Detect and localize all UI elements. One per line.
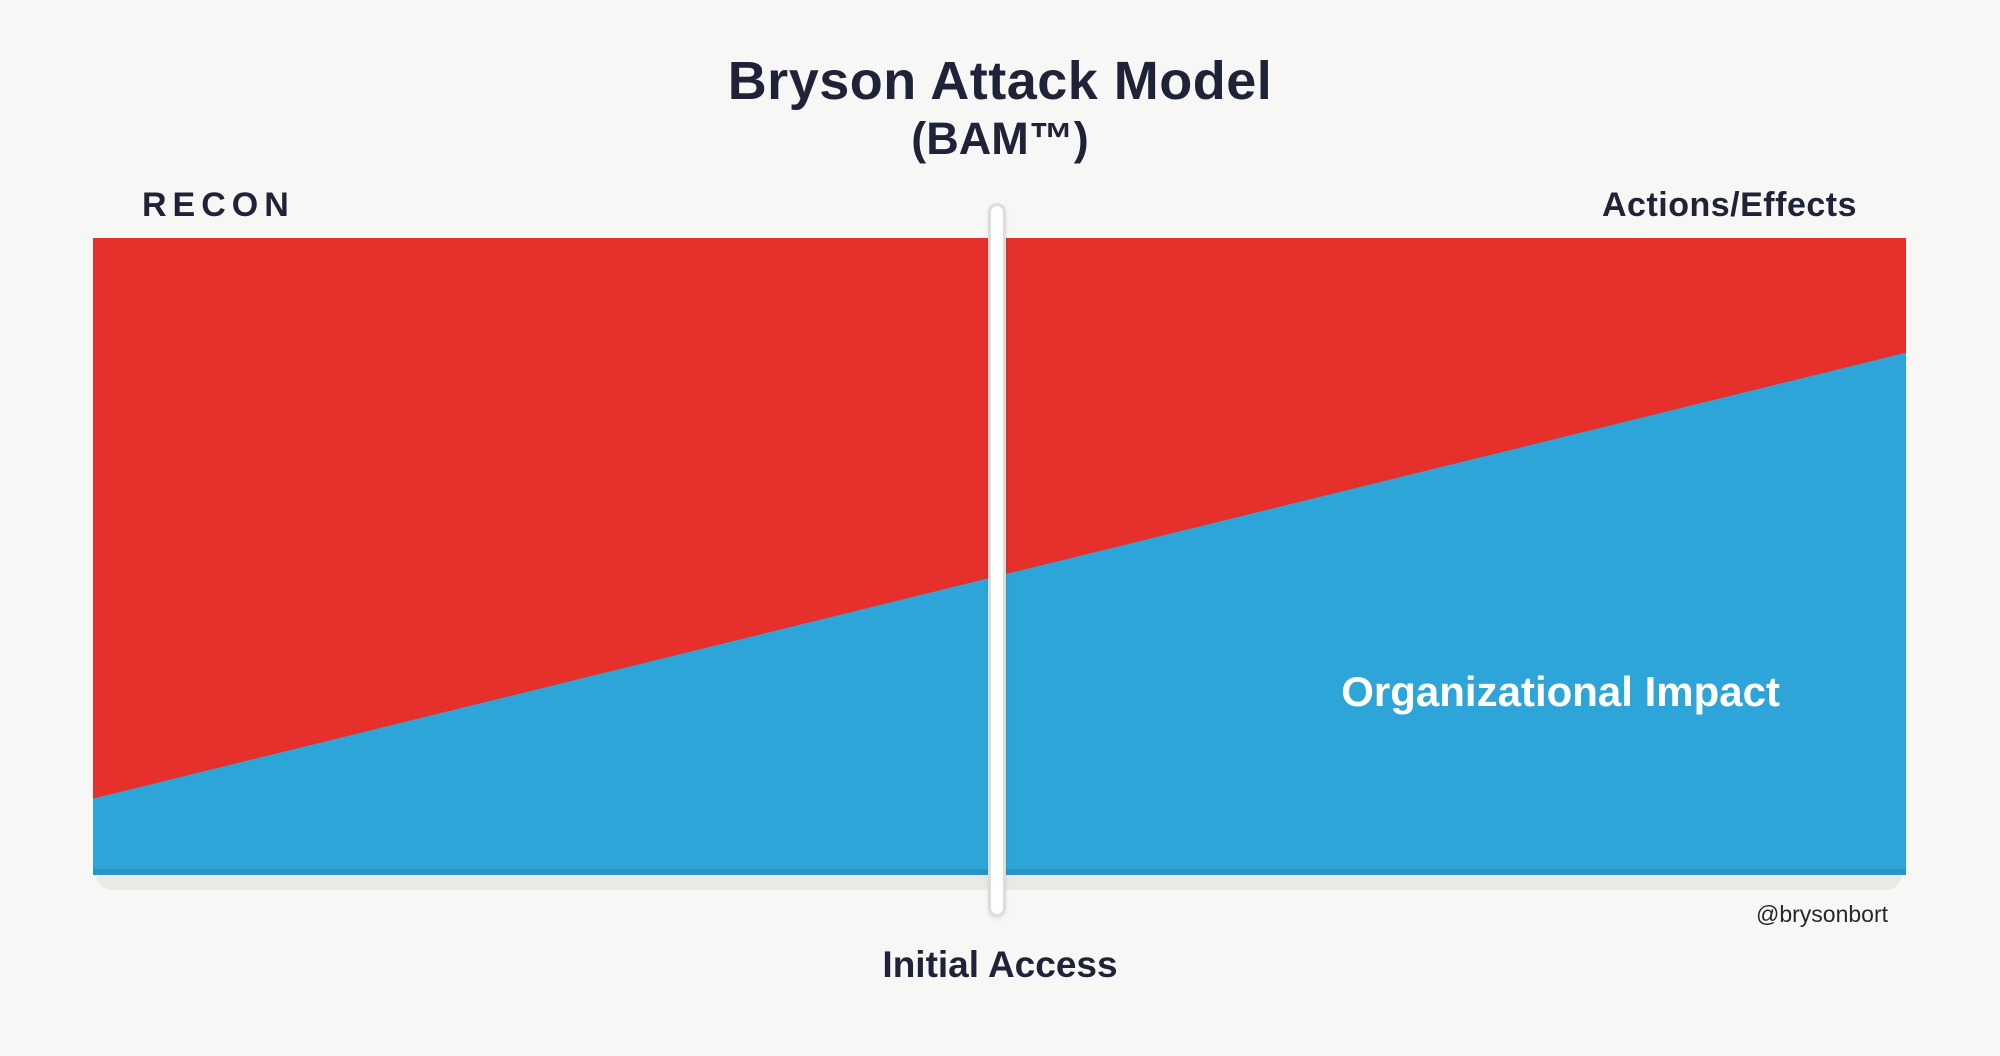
credit-handle: @brysonbort (1755, 901, 1888, 927)
page-title: Bryson Attack Model (BAM™) (0, 51, 2000, 168)
initial-access-label: Initial Access (882, 944, 1118, 985)
initial-access-divider (988, 203, 1006, 917)
organizational-impact-label: Organizational Impact (1341, 668, 1780, 715)
actions-effects-label: Actions/Effects (1602, 186, 1857, 224)
title-line1: Bryson Attack Model (727, 51, 1273, 111)
recon-label: RECON (142, 186, 295, 224)
title-line2: (BAM™) (911, 113, 1089, 165)
